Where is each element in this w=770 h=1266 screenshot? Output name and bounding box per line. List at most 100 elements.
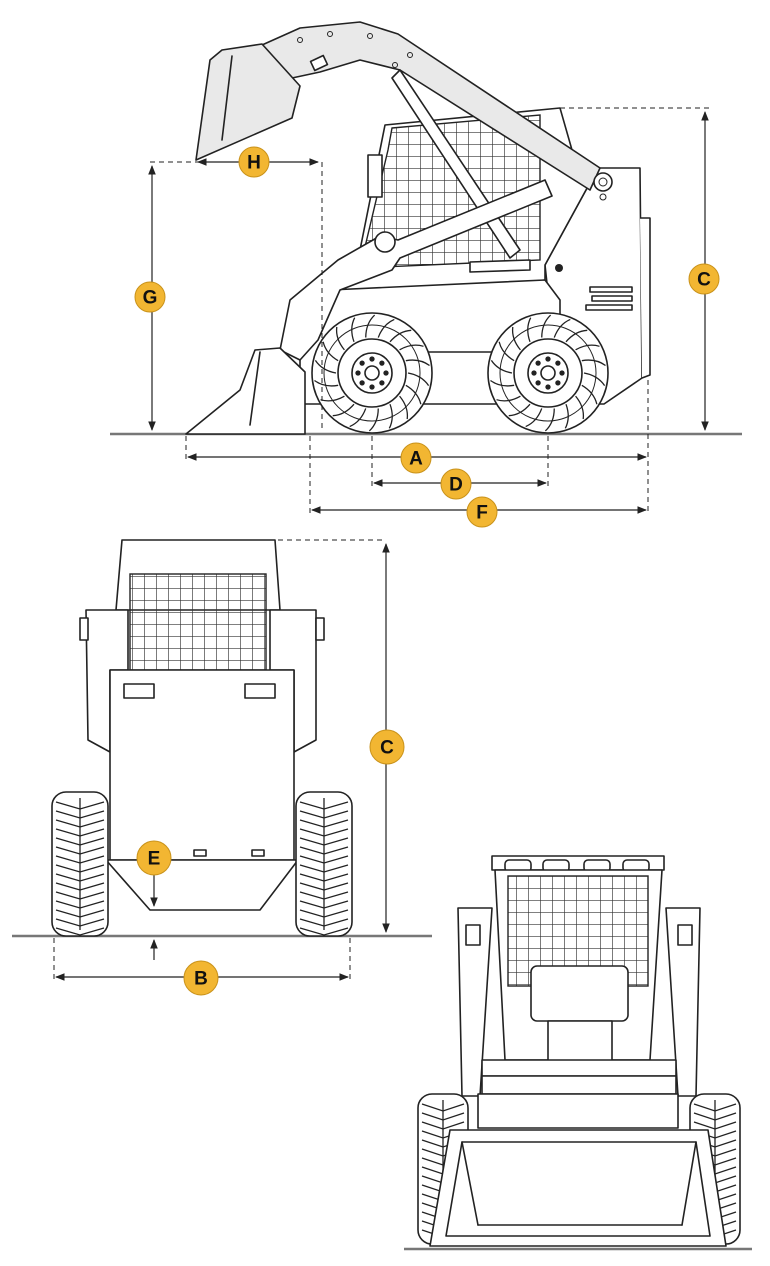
tread-lug (335, 326, 345, 351)
badge-h: H (238, 146, 270, 178)
raised-bucket-edge (221, 55, 233, 141)
side-light (367, 154, 383, 198)
label-a: A (409, 449, 423, 470)
front-wheel (311, 312, 433, 434)
rear-right-tire (295, 791, 353, 937)
front-bucket-right-fold (681, 1141, 697, 1226)
step-plate (469, 259, 531, 273)
tread-lug (525, 408, 543, 428)
lug-nut (545, 356, 551, 362)
rear-tail-light-left (123, 683, 155, 699)
arm-rivet-1 (297, 37, 303, 43)
rear-lower-body (105, 859, 299, 911)
front-crossbar-low (477, 1093, 679, 1129)
rear-view: C E B (12, 539, 432, 996)
lug-nut (369, 356, 375, 362)
tread-lug (388, 403, 393, 429)
vent-slot-1 (589, 286, 633, 293)
lug-nut (379, 380, 385, 386)
tread-lug (351, 317, 356, 343)
lug-nut (379, 360, 385, 366)
lug-nut (555, 360, 561, 366)
tread-lug (368, 408, 379, 432)
lug-nut (555, 380, 561, 386)
tread-lug (314, 359, 337, 374)
arm-rivet-5 (407, 52, 413, 58)
rear-right-light (315, 617, 325, 641)
front-bucket-inner (445, 1141, 711, 1237)
tread-lug (314, 379, 339, 387)
tread-lug (377, 318, 395, 338)
front-seat-back (530, 965, 629, 1022)
tread-lug (389, 329, 412, 343)
raised-bucket (195, 43, 301, 161)
rear-tail-light-right (244, 683, 276, 699)
badge-f: F (466, 496, 498, 528)
label-c-rear: C (380, 738, 394, 759)
rear-bolt (555, 264, 563, 272)
label-e: E (148, 849, 161, 870)
tread-lug (405, 384, 422, 405)
rear-door (640, 217, 651, 379)
tread-lug (541, 314, 552, 338)
lug-nut (559, 370, 565, 376)
rear-door-panel (109, 669, 295, 861)
lug-nut (383, 370, 389, 376)
tread-lug (399, 395, 409, 420)
arm-rivet-2 (327, 31, 333, 37)
tread-lug (349, 408, 367, 428)
tread-lug (527, 317, 532, 343)
lift-arm-upper (261, 21, 601, 191)
label-b: B (194, 969, 208, 990)
label-h: H (247, 153, 261, 174)
lug-nut (545, 384, 551, 390)
badge-c-rear: C (369, 729, 405, 765)
label-g: G (143, 288, 158, 309)
lug-nut (359, 360, 365, 366)
front-left-arm-plate (465, 924, 481, 946)
lowered-bucket (185, 347, 306, 435)
lug-nut (535, 360, 541, 366)
front-view (404, 855, 752, 1251)
arm-rivet-3 (367, 33, 373, 39)
tread-lug (511, 326, 521, 351)
front-bucket-left-fold (461, 1141, 479, 1226)
front-right-arm-plate (677, 924, 693, 946)
rear-wheel (487, 312, 609, 434)
arm-pivot-bolt (599, 193, 607, 201)
lug-nut (355, 370, 361, 376)
tread-lug (490, 379, 515, 387)
rear-left-light (79, 617, 89, 641)
tread-lug (322, 341, 339, 362)
tread-lug (399, 344, 424, 351)
label-d: D (449, 475, 463, 496)
arm-cylinder-mount (309, 54, 329, 72)
tread-lug (405, 359, 430, 367)
front-bucket (429, 1129, 727, 1247)
tread-lug (575, 395, 585, 420)
tread-lug (496, 395, 521, 402)
tread-lug (553, 318, 571, 338)
arm-rivet-4 (392, 62, 398, 68)
badge-a: A (400, 442, 432, 474)
vent-slot-3 (585, 304, 633, 311)
tread-lug (365, 314, 376, 338)
tread-lug (332, 403, 355, 417)
arm-pivot-rear-inner (598, 177, 608, 187)
tread-lug (407, 372, 430, 387)
rear-latch-2 (251, 849, 265, 857)
vent-slot-2 (591, 295, 633, 302)
label-f: F (476, 503, 488, 524)
tread-lug (581, 384, 598, 405)
front-crossbar-top (481, 1059, 677, 1077)
tread-chevron (299, 927, 349, 936)
side-view: H G C A D F (110, 21, 742, 528)
tread-lug (564, 403, 569, 429)
front-roof (491, 855, 665, 871)
badge-d: D (440, 468, 472, 500)
rear-latch-1 (193, 849, 207, 857)
arm-pivot-front (374, 231, 396, 253)
lug-nut (359, 380, 365, 386)
